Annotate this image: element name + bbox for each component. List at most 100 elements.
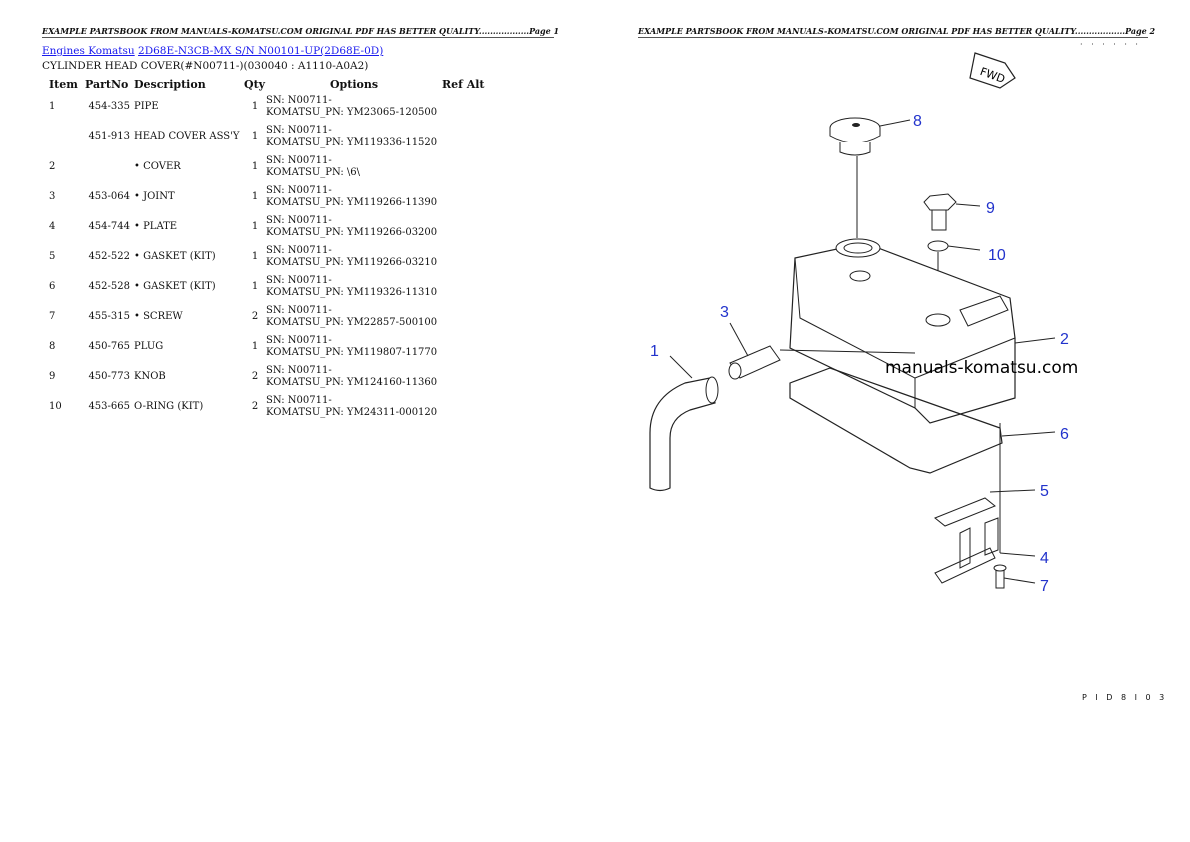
cell-partno: 451-913 xyxy=(88,131,130,142)
cell-options: SN: N00711-KOMATSU_PN: YM119266-03210 xyxy=(266,242,442,272)
oring-part xyxy=(927,240,949,252)
column-header-partno: PartNo xyxy=(85,77,129,91)
callout-4: 4 xyxy=(1040,550,1049,567)
cell-options: SN: N00711-KOMATSU_PN: YM119266-11390 xyxy=(266,182,442,212)
cell-item: 9 xyxy=(49,371,56,382)
cell-partno: 450-773 xyxy=(88,371,130,382)
callout-10: 10 xyxy=(988,247,1006,264)
cell-item: 8 xyxy=(49,341,56,352)
column-header-ref-alt: Ref Alt xyxy=(442,77,485,91)
callout-9: 9 xyxy=(986,200,995,217)
cell-ref-alt xyxy=(442,182,492,212)
option-komatsu-pn: KOMATSU_PN: YM124160-11360 xyxy=(266,377,438,388)
option-serial: SN: N00711- xyxy=(266,95,332,106)
screw-part xyxy=(993,423,1007,589)
cell-description: • SCREW xyxy=(134,311,183,322)
cell-item: 10 xyxy=(49,401,62,412)
breadcrumb-link-model[interactable]: 2D68E-N3CB-MX S/N N00101-UP(2D68E-0D) xyxy=(138,45,384,57)
cell-description: O-RING (KIT) xyxy=(134,401,204,412)
cell-ref-alt xyxy=(442,122,492,152)
cell-qty: 1 xyxy=(251,281,259,292)
gasket-small-part xyxy=(934,497,996,527)
cell-options: SN: N00711-KOMATSU_PN: YM119807-11770 xyxy=(266,332,442,362)
breadcrumb: Engines Komatsu 2D68E-N3CB-MX S/N N00101… xyxy=(42,45,383,57)
option-serial: SN: N00711- xyxy=(266,305,332,316)
cell-qty: 1 xyxy=(251,131,259,142)
cell-ref-alt xyxy=(442,332,492,362)
parts-table: Item PartNo Description Qty Options Ref … xyxy=(42,76,492,422)
knob-part xyxy=(923,193,957,231)
illustration-code: P I D 8 I 0 3 xyxy=(1082,693,1168,702)
callout-8: 8 xyxy=(913,113,922,130)
option-komatsu-pn: KOMATSU_PN: YM119266-03210 xyxy=(266,257,438,268)
callout-1: 1 xyxy=(650,343,659,360)
diagram-dots: · · · · · · xyxy=(1080,40,1141,49)
option-serial: SN: N00711- xyxy=(266,215,332,226)
cell-partno: 450-765 xyxy=(88,341,130,352)
cell-options: SN: N00711-KOMATSU_PN: YM119326-11310 xyxy=(266,272,442,302)
page-header-2: EXAMPLE PARTSBOOK FROM MANUALS-KOMATSU.C… xyxy=(638,26,1156,38)
exploded-parts-diagram: FWD xyxy=(649,52,1069,595)
cell-description: • GASKET (KIT) xyxy=(134,281,216,292)
option-komatsu-pn: KOMATSU_PN: \6\ xyxy=(266,167,361,178)
callout-5: 5 xyxy=(1040,483,1049,500)
cell-description: HEAD COVER ASS'Y xyxy=(134,131,240,142)
cell-item: 3 xyxy=(49,191,56,202)
cell-partno: 453-665 xyxy=(88,401,130,412)
column-header-description: Description xyxy=(134,77,206,91)
cell-qty: 1 xyxy=(251,221,259,232)
cell-item: 1 xyxy=(49,101,56,112)
option-komatsu-pn: KOMATSU_PN: YM24311-000120 xyxy=(266,407,438,418)
plug-part xyxy=(829,117,881,238)
cell-description: KNOB xyxy=(134,371,166,382)
cell-options: SN: N00711-KOMATSU_PN: YM24311-000120 xyxy=(266,392,442,422)
cell-options: SN: N00711-KOMATSU_PN: YM119266-03200 xyxy=(266,212,442,242)
cell-partno: 452-528 xyxy=(88,281,130,292)
option-serial: SN: N00711- xyxy=(266,125,332,136)
cell-description: • COVER xyxy=(134,161,181,172)
option-serial: SN: N00711- xyxy=(266,185,332,196)
option-komatsu-pn: KOMATSU_PN: YM119266-03200 xyxy=(266,227,438,238)
cell-options: SN: N00711-KOMATSU_PN: \6\ xyxy=(266,152,442,182)
callout-3: 3 xyxy=(720,304,729,321)
plate-part xyxy=(934,517,999,584)
head-cover-part xyxy=(789,238,1016,424)
option-komatsu-pn: KOMATSU_PN: YM119266-11390 xyxy=(266,197,438,208)
table-row: 10 453-665 O-RING (KIT) 2 SN: N00711-KOMATSU… xyxy=(42,392,492,422)
cell-qty: 1 xyxy=(251,161,259,172)
cell-description: • JOINT xyxy=(134,191,175,202)
page-subtitle: CYLINDER HEAD COVER(#N00711-)(030040 : A… xyxy=(42,60,369,72)
column-header-item: Item xyxy=(49,77,78,91)
cell-ref-alt xyxy=(442,362,492,392)
option-komatsu-pn: KOMATSU_PN: YM119807-11770 xyxy=(266,347,438,358)
joint-part xyxy=(728,345,916,380)
cell-partno: 454-744 xyxy=(88,221,130,232)
table-header-row: Item PartNo Description Qty Options Ref … xyxy=(42,76,492,92)
gasket-large-part xyxy=(789,367,1003,474)
cell-description: • PLATE xyxy=(134,221,178,232)
cell-partno xyxy=(85,152,130,182)
pipe-part xyxy=(649,376,719,492)
cell-description: • GASKET (KIT) xyxy=(134,251,216,262)
cell-qty: 1 xyxy=(251,191,259,202)
cell-ref-alt xyxy=(442,392,492,422)
cell-qty: 2 xyxy=(251,401,259,412)
cell-options: SN: N00711-KOMATSU_PN: YM22857-500100 xyxy=(266,302,442,332)
cell-ref-alt xyxy=(442,242,492,272)
option-serial: SN: N00711- xyxy=(266,335,332,346)
breadcrumb-link-engines[interactable]: Engines Komatsu xyxy=(42,45,135,57)
cell-partno: 455-315 xyxy=(88,311,130,322)
option-serial: SN: N00711- xyxy=(266,155,332,166)
cell-options: SN: N00711-KOMATSU_PN: YM124160-11360 xyxy=(266,362,442,392)
callout-2: 2 xyxy=(1060,331,1069,348)
option-serial: SN: N00711- xyxy=(266,365,332,376)
page-header-1: EXAMPLE PARTSBOOK FROM MANUALS-KOMATSU.C… xyxy=(42,26,560,38)
